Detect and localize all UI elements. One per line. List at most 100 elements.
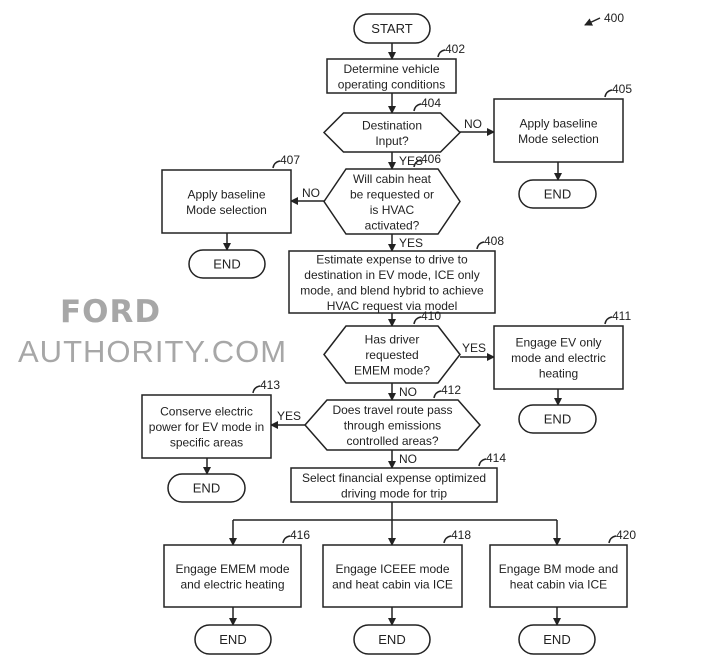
terminal-shape [518, 179, 597, 209]
node-text-line: Apply baseline [187, 187, 265, 201]
watermark-brand: FORD [60, 294, 161, 330]
ref-leader [413, 159, 422, 168]
terminal-shape [188, 249, 266, 279]
node-text-line: destination in EV mode, ICE only [304, 268, 479, 282]
ref-number: 412 [441, 383, 461, 397]
ref-number: 411 [612, 309, 631, 323]
node-text-line: Does travel route pass [332, 403, 452, 417]
node-text-line: Engage BM mode and [499, 562, 618, 576]
step-408: Estimate expense to drive to destination … [288, 234, 504, 314]
ref-number: 416 [290, 528, 310, 542]
terminal-shape [353, 624, 431, 655]
ref-leader [252, 385, 261, 394]
process-shape [322, 544, 463, 608]
end-terminal: END [518, 404, 597, 434]
edge-label-no: NO [399, 385, 417, 399]
connectors [203, 43, 562, 626]
terminal-shape [167, 473, 246, 503]
end-terminal: END [194, 624, 272, 655]
node-text-line: mode, and blend hybrid to achieve [300, 283, 484, 297]
node-text-line: Will cabin heat [353, 172, 432, 186]
end-label: END [544, 187, 571, 202]
process-shape [163, 544, 302, 608]
process-shape [326, 58, 457, 94]
node-text-line: Engage EMEM mode [175, 562, 289, 576]
ref-leader [604, 316, 613, 325]
start-terminal: START [353, 13, 431, 44]
figure-ref-arrow [584, 17, 601, 26]
ref-number: 410 [421, 309, 441, 323]
ref-leader [282, 535, 291, 544]
ref-number: 408 [484, 234, 504, 248]
ref-number: 414 [486, 451, 506, 465]
node-text-line: Engage ICEEE mode [335, 562, 449, 576]
end-label: END [193, 481, 220, 496]
node-text-line: mode and electric [511, 351, 606, 365]
edge-label-yes: YES [277, 409, 301, 423]
ref-leader [413, 316, 422, 325]
watermark-domain: AUTHORITY.COM [18, 334, 287, 369]
node-text-line: Apply baseline [519, 116, 597, 130]
ref-number: 406 [421, 152, 441, 166]
process-shape [489, 544, 628, 608]
ref-number: 404 [421, 96, 441, 110]
end-label: END [544, 412, 571, 427]
process-shape [288, 250, 496, 314]
end-label: END [219, 632, 246, 647]
end-terminal: END [518, 624, 596, 655]
watermark: FORD AUTHORITY.COM [18, 294, 287, 369]
decision-shape [304, 399, 481, 451]
process-shape [290, 467, 498, 503]
ref-leader [413, 103, 422, 112]
node-text-line: Determine vehicle [343, 62, 439, 76]
step-412: Does travel route pass through emissionsc… [304, 383, 481, 451]
step-414: Select financial expense optimizeddrivin… [290, 451, 506, 503]
node-text-line: Conserve electric [160, 405, 253, 419]
terminal-shape [194, 624, 272, 655]
ref-leader [476, 241, 485, 250]
decision-shape [323, 168, 461, 235]
node-text-line: driving mode for trip [341, 486, 447, 500]
node-text-line: and electric heating [180, 577, 284, 591]
ref-number: 413 [260, 378, 280, 392]
ref-leader [272, 160, 281, 169]
node-text-line: Estimate expense to drive to [316, 252, 468, 266]
node-text-line: heat cabin via ICE [510, 577, 607, 591]
node-text-line: Has driver [365, 333, 420, 347]
node-text-line: requested [365, 348, 418, 362]
ref-leader [437, 49, 446, 58]
node-text-line: START [371, 21, 412, 36]
ref-number: 405 [612, 82, 632, 96]
ref-number: 407 [280, 153, 300, 167]
ref-leader [443, 535, 452, 544]
ref-leader [608, 535, 617, 544]
edge-label-no: NO [302, 186, 320, 200]
node-text-line: Engage EV only [515, 336, 601, 350]
node-text-line: HVAC request via model [327, 299, 458, 313]
node-text-line: through emissions [344, 419, 441, 433]
node-text-line: activated? [365, 218, 420, 232]
decision-shape [323, 325, 461, 384]
node-text-line: specific areas [170, 436, 243, 450]
end-terminal: END [167, 473, 246, 503]
node-text-line: EMEM mode? [354, 364, 430, 378]
terminal-shape [353, 13, 431, 44]
process-shape [161, 169, 292, 234]
ref-number: 418 [451, 528, 471, 542]
ref-leader [433, 390, 442, 399]
decision-shape [322, 112, 462, 153]
node-text-line: controlled areas? [346, 434, 438, 448]
node-text-line: power for EV mode in [149, 420, 264, 434]
